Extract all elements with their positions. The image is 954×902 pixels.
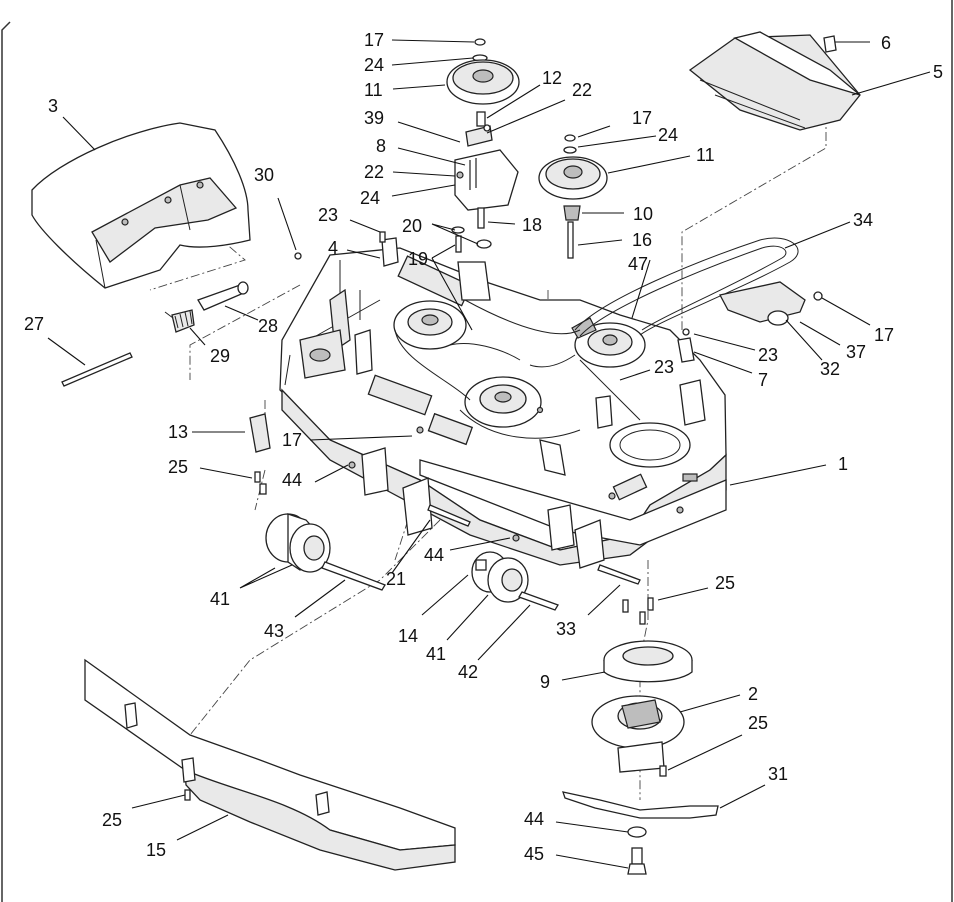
callout-label: 41 — [426, 644, 446, 664]
callout-label: 5 — [933, 62, 943, 82]
callout-label: 23 — [318, 205, 338, 225]
callout-label: 18 — [522, 215, 542, 235]
callout-label: 22 — [572, 80, 592, 100]
callout-label: 24 — [658, 125, 678, 145]
callout-labels: 1 2 3 4 5 6 7 8 9 10 11 11 12 13 14 15 1… — [24, 30, 943, 864]
chute-spring-assembly — [164, 281, 249, 333]
callout-label: 24 — [364, 55, 384, 75]
callout-label: 19 — [408, 249, 428, 269]
callout-label: 11 — [696, 145, 715, 165]
callout-label: 25 — [748, 713, 768, 733]
callout-label: 37 — [846, 342, 866, 362]
callout-label: 47 — [628, 254, 648, 274]
callout-label: 20 — [402, 216, 422, 236]
lower-spindle-stack — [562, 597, 719, 875]
callout-label: 32 — [820, 359, 840, 379]
callout-label: 25 — [168, 457, 188, 477]
front-brackets — [348, 447, 605, 569]
nut-30 — [294, 252, 302, 260]
callout-label: 10 — [633, 204, 653, 224]
callout-label: 4 — [328, 238, 338, 258]
callout-label: 7 — [758, 370, 768, 390]
callout-label: 44 — [424, 545, 444, 565]
callout-label: 17 — [364, 30, 384, 50]
callout-label: 43 — [264, 621, 284, 641]
callout-label: 6 — [881, 33, 891, 53]
callout-label: 11 — [364, 80, 383, 100]
callout-label: 15 — [146, 840, 166, 860]
callout-label: 2 — [748, 684, 758, 704]
callout-label: 31 — [768, 764, 788, 784]
callout-label: 3 — [48, 96, 58, 116]
callout-label: 44 — [524, 809, 544, 829]
callout-label: 29 — [210, 346, 230, 366]
callout-label: 24 — [360, 188, 380, 208]
callout-label: 12 — [542, 68, 562, 88]
callout-label: 34 — [853, 210, 873, 230]
callout-label: 13 — [168, 422, 188, 442]
callout-label: 39 — [364, 108, 384, 128]
callout-label: 23 — [758, 345, 778, 365]
wheel-bracket-13 — [249, 413, 271, 495]
rear-baffle — [84, 658, 456, 871]
callout-label: 14 — [398, 626, 418, 646]
callout-label: 25 — [102, 810, 122, 830]
callout-label: 33 — [556, 619, 576, 639]
callout-label: 1 — [838, 454, 848, 474]
callout-label: 21 — [386, 569, 406, 589]
callout-label: 9 — [540, 672, 550, 692]
callout-label: 25 — [715, 573, 735, 593]
callout-label: 23 — [654, 357, 674, 377]
callout-label: 45 — [524, 844, 544, 864]
callout-label: 27 — [24, 314, 44, 334]
callout-label: 17 — [282, 430, 302, 450]
right-pulley-stack — [538, 134, 608, 259]
idler-bracket — [719, 281, 823, 326]
belt-cover-shield — [688, 31, 861, 131]
callout-label: 8 — [376, 136, 386, 156]
right-hardware — [677, 328, 695, 363]
callout-label: 41 — [210, 589, 230, 609]
leader-lines — [47, 39, 931, 869]
callout-label: 17 — [632, 108, 652, 128]
callout-label: 44 — [282, 470, 302, 490]
callout-label: 28 — [258, 316, 278, 336]
callout-label: 42 — [458, 662, 478, 682]
callout-label: 17 — [874, 325, 894, 345]
mower-deck-housing — [279, 247, 727, 566]
callout-label: 16 — [632, 230, 652, 250]
callout-label: 22 — [364, 162, 384, 182]
upper-pulley-stack — [379, 38, 520, 267]
chute-rod — [61, 352, 133, 387]
callout-label: 30 — [254, 165, 274, 185]
anti-scalp-rollers — [265, 504, 641, 611]
discharge-chute-top — [31, 122, 251, 289]
